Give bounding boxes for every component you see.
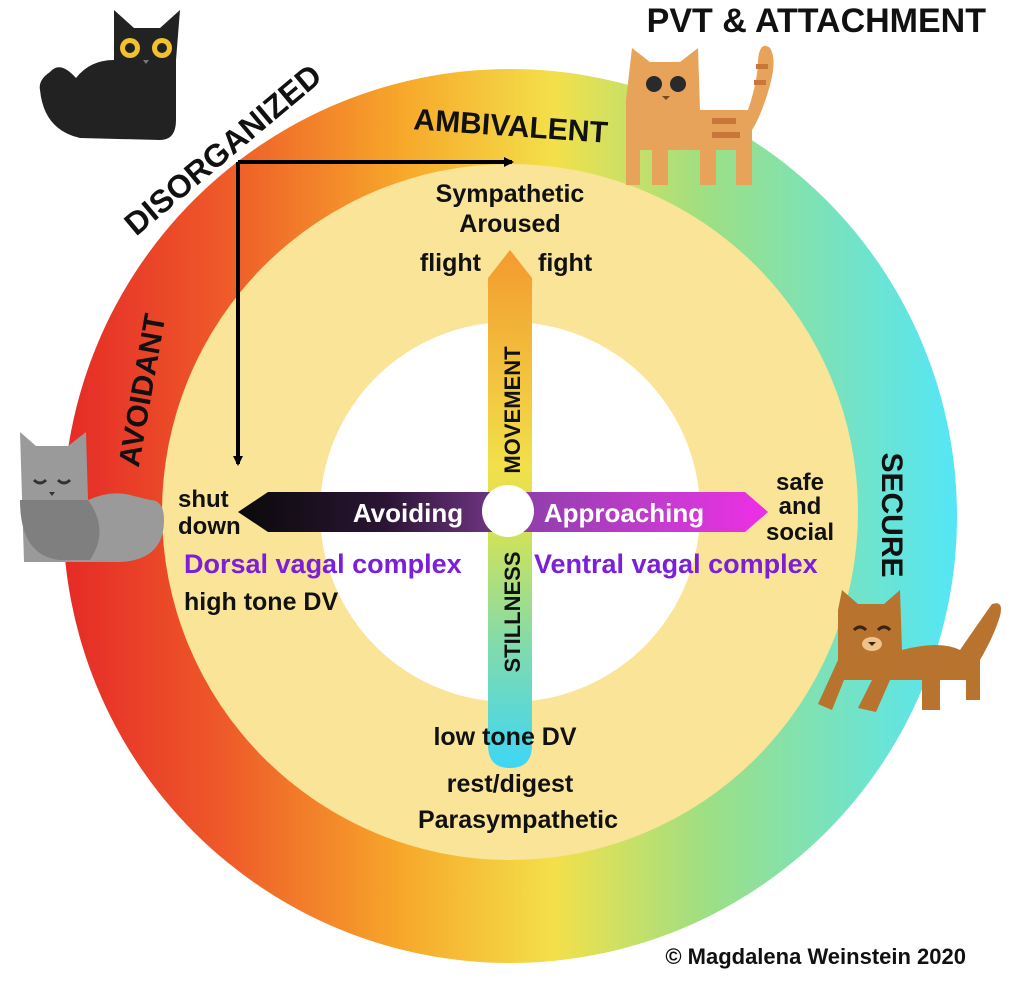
copyright: © Magdalena Weinstein 2020 [665, 944, 966, 969]
center-hub [482, 485, 534, 537]
and-label: and [779, 493, 822, 520]
secure-label: SECURE [875, 452, 908, 577]
safe-label: safe [776, 469, 824, 496]
low-tone-label: low tone DV [433, 723, 576, 751]
high-tone-label: high tone DV [184, 588, 338, 616]
page-title: PVT & ATTACHMENT [647, 2, 987, 40]
avoiding-arrow [238, 492, 510, 532]
stillness-label: STILLNESS [500, 551, 525, 672]
avoiding-label: Avoiding [353, 498, 463, 528]
brown-happy-cat-icon [818, 590, 1001, 712]
orange-tabby-cat-icon [626, 45, 774, 185]
down-label: down [178, 513, 241, 540]
black-cat-icon [39, 10, 180, 140]
shut-label: shut [178, 486, 229, 513]
aroused-label: Aroused [459, 210, 560, 238]
fight-label: fight [538, 249, 593, 277]
dorsal-vagal-label: Dorsal vagal complex [184, 549, 462, 579]
gray-sleeping-cat-icon [20, 432, 164, 562]
ventral-vagal-label: Ventral vagal complex [534, 549, 818, 579]
social-label: social [766, 519, 834, 546]
parasympathetic-label: Parasympathetic [418, 806, 618, 834]
movement-label: MOVEMENT [500, 346, 525, 474]
approaching-arrow [510, 492, 768, 532]
rest-digest-label: rest/digest [447, 770, 574, 798]
approaching-label: Approaching [544, 498, 704, 528]
flight-label: flight [420, 249, 482, 277]
sympathetic-label: Sympathetic [436, 180, 585, 208]
